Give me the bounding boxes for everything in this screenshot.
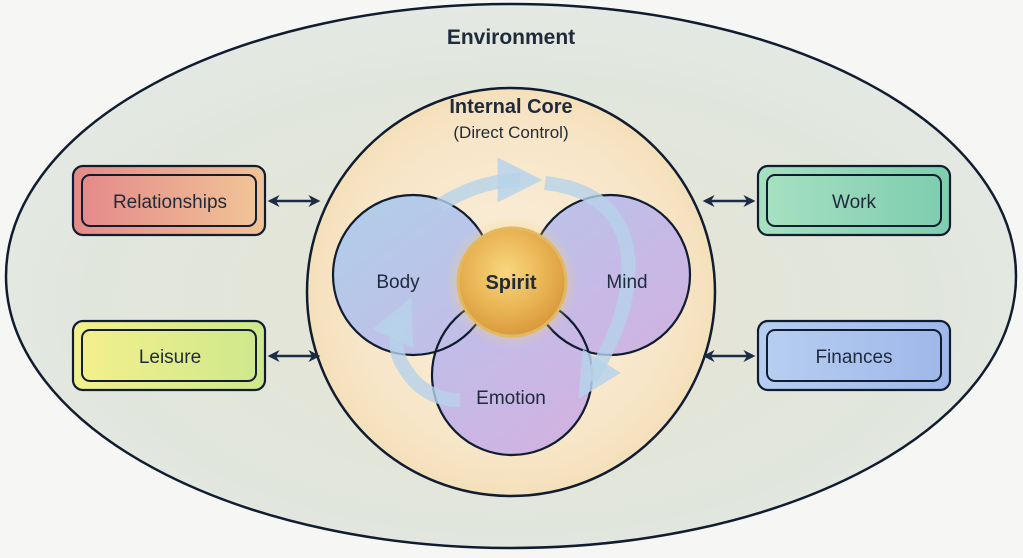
domain-work[interactable]: Work [756,164,952,237]
domain-label-work: Work [832,192,876,213]
core-title: Internal Core [449,96,572,118]
cycle-arrow-top [436,157,543,211]
venn-label-emotion: Emotion [476,388,546,409]
spirit-circle [456,226,568,338]
domain-leisure[interactable]: Leisure [71,319,267,392]
domain-finances[interactable]: Finances [756,319,952,392]
domain-label-relationships: Relationships [113,192,227,213]
environment-title: Environment [447,26,575,49]
cycle-arrow-right [544,176,636,399]
cycle-arrows [372,157,636,407]
domain-relationships[interactable]: Relationships [71,164,267,237]
venn-label-body: Body [376,272,420,293]
cycle-arrow-left [372,297,461,407]
venn-label-mind: Mind [606,272,647,293]
domain-label-leisure: Leisure [139,347,201,368]
domain-label-finances: Finances [815,347,892,368]
core-subtitle: (Direct Control) [453,123,568,142]
spirit-label: Spirit [485,272,536,294]
connectors [267,195,756,362]
